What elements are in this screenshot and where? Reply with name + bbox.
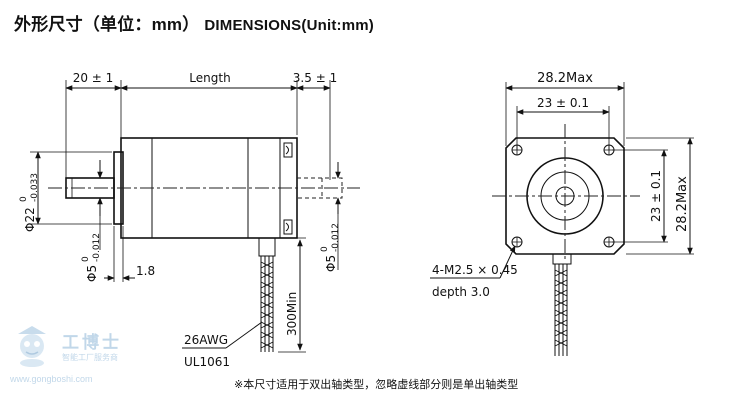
dim-rear-shaft: 3.5 ± 1 <box>293 71 337 85</box>
side-view: 20 ± 1 Length 3.5 ± 1 Φ22 0 -0.033 <box>19 71 360 369</box>
dim-boss-tol-lower: -0.033 <box>30 173 40 202</box>
dim-shaft-length: 20 ± 1 <box>73 71 114 85</box>
watermark-sub: 智能工厂服务商 <box>62 353 118 362</box>
dim-boss-dia: Φ22 <box>23 207 37 232</box>
title-cn: 外形尺寸（单位：mm） <box>14 15 200 34</box>
dim-shaft-rear-tol-lower: -0.012 <box>331 223 341 252</box>
dim-shaft-front: Φ5 <box>85 265 99 282</box>
watermark-brand: 工博士 <box>62 333 122 352</box>
page-title: 外形尺寸（单位：mm） DIMENSIONS(Unit:mm) <box>14 10 374 35</box>
dim-flat: 1.8 <box>136 264 155 278</box>
label-wire-type: UL1061 <box>184 355 230 369</box>
watermark: 工博士 智能工厂服务商 www.gongboshi.com <box>10 322 150 392</box>
dim-lead-length: 300Min <box>285 292 299 336</box>
dim-shaft-front-tol-upper: 0 <box>81 256 91 262</box>
dim-outer-height: 28.2Max <box>675 176 690 232</box>
title-en: DIMENSIONS(Unit:mm) <box>204 17 375 34</box>
front-view: 28.2Max 23 ± 0.1 23 ± 0.1 28.2Max <box>430 71 694 356</box>
label-thread: 4-M2.5 × 0.45 <box>432 263 518 277</box>
label-wire-gauge: 26AWG <box>184 333 228 347</box>
dim-boss-tol-upper: 0 <box>19 196 29 202</box>
dim-hole-pitch-v: 23 ± 0.1 <box>649 170 663 222</box>
dim-shaft-rear-tol-upper: 0 <box>320 246 330 252</box>
mascot-icon <box>18 326 46 367</box>
footnote: ※本尺寸适用于双出轴类型，忽略虚线部分则是单出轴类型 <box>234 379 519 391</box>
mount-holes <box>511 144 615 248</box>
dim-body-length: Length <box>189 71 230 85</box>
dim-hole-pitch-h: 23 ± 0.1 <box>537 96 589 110</box>
dim-outer-width: 28.2Max <box>537 71 593 86</box>
dim-shaft-front-tol-lower: -0.012 <box>92 233 102 262</box>
watermark-url: www.gongboshi.com <box>10 374 93 384</box>
dim-shaft-rear: Φ5 <box>324 255 338 272</box>
lead-wires <box>258 237 276 352</box>
label-thread-depth: depth 3.0 <box>432 285 490 299</box>
